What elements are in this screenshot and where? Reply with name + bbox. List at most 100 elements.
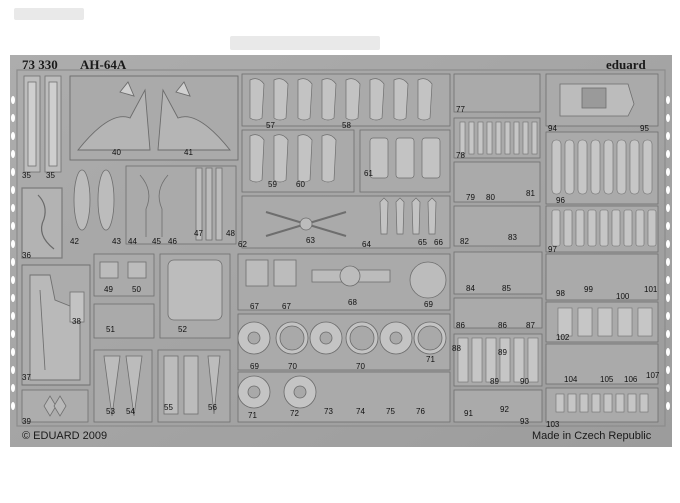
pin-part	[427, 197, 437, 235]
part-36	[21, 187, 63, 259]
strip-part	[504, 121, 511, 155]
part-number: 75	[386, 407, 395, 416]
part-number: 76	[416, 407, 425, 416]
strip-part	[486, 121, 493, 155]
boot-part	[321, 134, 337, 183]
part-number: 78	[456, 151, 465, 160]
disc-hole	[389, 331, 403, 345]
part-number: 86	[456, 321, 465, 330]
strip-part	[629, 139, 640, 195]
edge-stud	[11, 330, 15, 338]
part-number: 35	[46, 171, 55, 180]
part-number: 103	[546, 420, 560, 429]
part-number: 51	[106, 325, 115, 334]
boot-part	[321, 78, 337, 121]
boot-part	[369, 78, 385, 121]
part-number: 81	[526, 189, 535, 198]
model-name: AH-64A	[80, 57, 127, 72]
part-number: 37	[22, 373, 31, 382]
part-number: 48	[226, 229, 235, 238]
edge-stud	[666, 96, 670, 104]
strip-part	[590, 139, 601, 195]
disc-hole	[293, 385, 307, 399]
strip-part	[557, 307, 573, 337]
strip-part	[591, 393, 601, 413]
part-number: 60	[296, 180, 305, 189]
part-number: 46	[168, 237, 177, 246]
part-number: 35	[22, 171, 31, 180]
strip-part	[513, 121, 520, 155]
edge-stud	[11, 222, 15, 230]
strip-part	[551, 209, 561, 247]
strip-part	[627, 393, 637, 413]
strip-part	[567, 393, 577, 413]
part-number: 82	[460, 237, 469, 246]
pin-part	[411, 197, 421, 235]
part-number: 79	[466, 193, 475, 202]
part-number: 69	[250, 362, 259, 371]
part-number: 99	[584, 285, 593, 294]
part-number: 90	[520, 377, 529, 386]
edge-stud	[666, 150, 670, 158]
part-number: 100	[616, 292, 630, 301]
faint-background-print	[14, 8, 84, 20]
part-number: 104	[564, 375, 578, 384]
part-number: 70	[356, 362, 365, 371]
strip-part	[617, 307, 633, 337]
part-number: 94	[548, 124, 557, 133]
part-number: 65	[418, 238, 427, 247]
bracket-part	[421, 137, 441, 179]
part-number: 61	[364, 169, 373, 178]
part-number: 77	[456, 105, 465, 114]
boot-part	[249, 78, 265, 121]
strip-part	[564, 139, 575, 195]
edge-stud	[11, 384, 15, 392]
strip-part	[468, 121, 475, 155]
edge-stud	[11, 312, 15, 320]
edge-stud	[666, 330, 670, 338]
edge-stud	[11, 168, 15, 176]
edge-stud	[666, 204, 670, 212]
part-number: 87	[526, 321, 535, 330]
bracket-part	[395, 137, 415, 179]
part-number: 55	[164, 403, 173, 412]
part-number: 83	[508, 233, 517, 242]
edge-stud	[666, 240, 670, 248]
catalog-number: 73 330	[22, 57, 58, 72]
part-number: 80	[486, 193, 495, 202]
strip-part	[611, 209, 621, 247]
disc-hole	[279, 325, 305, 351]
part-number: 85	[502, 284, 511, 293]
parts-35	[23, 75, 62, 173]
boot-part	[273, 78, 289, 121]
strip-part	[623, 209, 633, 247]
edge-stud	[666, 348, 670, 356]
edge-stud	[666, 186, 670, 194]
part-number: 41	[184, 148, 193, 157]
part-number: 89	[498, 348, 507, 357]
part-number: 92	[500, 405, 509, 414]
fret-border	[16, 69, 666, 427]
part-number: 59	[268, 180, 277, 189]
edge-stud	[666, 276, 670, 284]
part-number: 105	[600, 375, 614, 384]
part-number: 101	[644, 285, 658, 294]
boot-part	[297, 134, 313, 183]
strip-part	[555, 393, 565, 413]
strip-part	[642, 139, 653, 195]
part-number: 62	[238, 240, 247, 249]
edge-stud	[666, 294, 670, 302]
boot-parts	[249, 78, 441, 235]
edge-stud	[11, 258, 15, 266]
strip-part	[459, 121, 466, 155]
part-number: 70	[288, 362, 297, 371]
edge-stud	[11, 132, 15, 140]
strip-part	[477, 121, 484, 155]
strip-part	[637, 307, 653, 337]
part-number: 107	[646, 371, 660, 380]
edge-sprue-studs	[11, 96, 670, 410]
strip-part	[599, 209, 609, 247]
edge-stud	[666, 366, 670, 374]
